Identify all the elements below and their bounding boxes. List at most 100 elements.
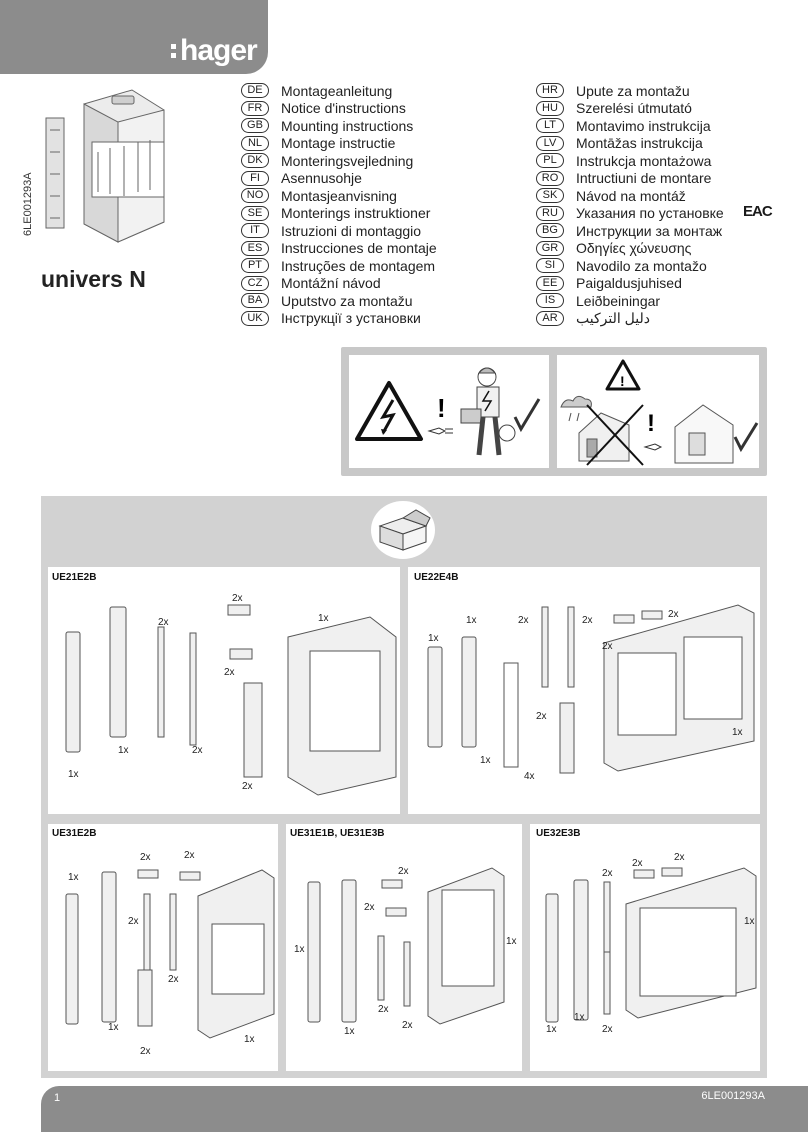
quantity-label: 2x [364, 902, 375, 913]
svg-text:!: ! [437, 393, 446, 423]
language-instruction-title: Montážní návod [281, 275, 381, 292]
quantity-label: 1x [506, 936, 517, 947]
language-item-hu: HU Szerelési útmutató [536, 100, 724, 118]
quantity-label: 2x [674, 852, 685, 863]
electrician-warning-icon: ! [355, 367, 541, 456]
quantity-label: 2x [192, 745, 203, 756]
language-instruction-title: Montage instructie [281, 135, 396, 152]
quantity-label: 1x [732, 727, 743, 738]
language-item-ru: RU Указания по установке [536, 205, 724, 223]
quantity-label: 1x [68, 872, 79, 883]
language-code-badge: AR [536, 310, 564, 326]
language-instruction-title: Monteringsvejledning [281, 152, 414, 169]
language-item-ro: RO Intructiuni de montare [536, 170, 724, 188]
language-code-badge: PL [536, 153, 564, 169]
language-item-se: SE Monterings instruktioner [241, 205, 437, 223]
language-instruction-title: Указания по установке [576, 205, 724, 222]
language-item-pl: PL Instrukcja montażowa [536, 152, 724, 170]
language-instruction-title: Istruzioni di montaggio [281, 222, 422, 239]
language-code-badge: DK [241, 153, 269, 169]
language-code-badge: IT [241, 223, 269, 239]
language-instruction-title: Інструкції з установки [281, 310, 421, 327]
header-tab [0, 0, 268, 74]
language-instruction-title: Asennusohje [281, 170, 362, 187]
kit-parts-illustration [427, 604, 755, 774]
language-code-badge: UK [241, 310, 269, 326]
language-code-badge: BG [536, 223, 564, 239]
kit-panel-ue31e1b-ue31e3b: UE31E1B, UE31E3B 2x 2x 1x 1x 1x 2x 2x [286, 824, 522, 1071]
quantity-label: 2x [632, 858, 643, 869]
language-item-uk: UK Інструкції з установки [241, 310, 437, 328]
product-enclosure-illustration [45, 89, 165, 243]
quantity-label: 2x [536, 711, 547, 722]
language-item-nl: NL Montage instructie [241, 135, 437, 153]
language-code-badge: BA [241, 293, 269, 309]
language-code-badge: SE [241, 205, 269, 221]
quantity-label: 2x [158, 617, 169, 628]
quantity-label: 2x [224, 667, 235, 678]
language-instruction-title: Οδηγίες χώνευσης [576, 240, 692, 257]
quantity-label: 1x [428, 633, 439, 644]
quantity-label: 1x [244, 1034, 255, 1045]
warning-indoor-panel: ! ! [557, 355, 759, 468]
language-code-badge: PT [241, 258, 269, 274]
language-instruction-title: Instrukcja montażowa [576, 152, 712, 169]
quantity-label: 2x [402, 1020, 413, 1031]
indoor-only-warning-icon: ! ! [560, 359, 759, 466]
kit-panel-ue31e2b: UE31E2B 2x 2x 1x 2x 2x 1x 2x 1x [48, 824, 278, 1071]
kit-parts-illustration [545, 867, 757, 1023]
language-instruction-title: Montāžas instrukcija [576, 135, 703, 152]
quantity-label: 2x [232, 593, 243, 604]
language-instruction-title: Intructiuni de montare [576, 170, 712, 187]
language-item-bg: BG Инструкции за монтаж [536, 222, 724, 240]
language-instruction-title: Leiðbeiningar [576, 292, 661, 309]
language-code-badge: ES [241, 240, 269, 256]
quantity-label: 1x [118, 745, 129, 756]
quantity-label: 2x [378, 1004, 389, 1015]
quantity-label: 2x [602, 868, 613, 879]
language-code-badge: HR [536, 83, 564, 99]
language-instruction-title: Инструкции за монтаж [576, 222, 723, 239]
quantity-label: 1x [294, 944, 305, 955]
language-code-badge: EE [536, 275, 564, 291]
quantity-label: 1x [466, 615, 477, 626]
language-code-badge: DE [241, 83, 269, 99]
language-item-is: IS Leiðbeiningar [536, 292, 724, 310]
language-code-badge: RO [536, 170, 564, 186]
kit-label: UE32E3B [536, 828, 581, 839]
kit-parts-illustration [65, 869, 275, 1039]
quantity-label: 1x [546, 1024, 557, 1035]
quantity-label: 2x [582, 615, 593, 626]
language-code-badge: SI [536, 258, 564, 274]
quantity-label: 2x [602, 641, 613, 652]
language-instruction-title: Szerelési útmutató [576, 100, 692, 117]
language-code-badge: HU [536, 100, 564, 116]
language-code-badge: IS [536, 293, 564, 309]
language-code-badge: NO [241, 188, 269, 204]
language-instruction-title: Montageanleitung [281, 82, 393, 99]
kit-label: UE31E1B, UE31E3B [290, 828, 385, 839]
language-code-badge: NL [241, 135, 269, 151]
package-box-icon [371, 501, 435, 559]
quantity-label: 2x [184, 850, 195, 861]
language-instruction-title: Mounting instructions [281, 117, 414, 134]
quantity-label: 2x [668, 609, 679, 620]
eac-certification-mark: EAC [743, 203, 773, 220]
language-code-badge: GR [536, 240, 564, 256]
kit-label: UE21E2B [52, 572, 97, 583]
language-code-badge: RU [536, 205, 564, 221]
kit-panel-ue22e4b: UE22E4B 1x 1x 2x 2x 2x 2x 2x 1x 4x 1x [408, 567, 760, 814]
language-instruction-title: Monterings instruktioner [281, 205, 431, 222]
quantity-label: 4x [524, 771, 535, 782]
